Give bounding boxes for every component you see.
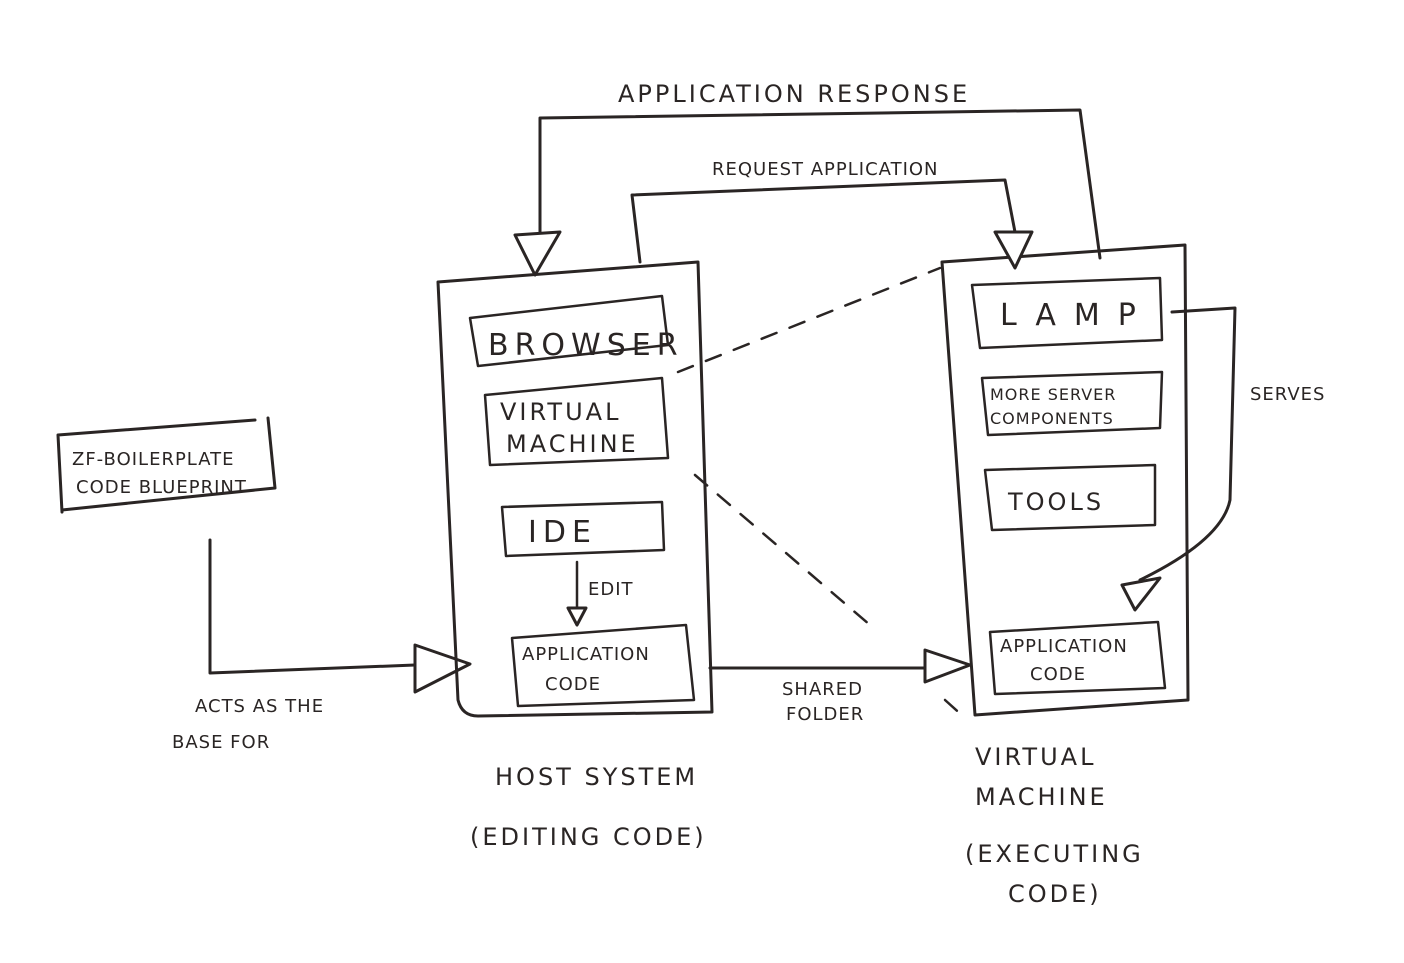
arrowhead-icon [923,648,972,684]
arrowhead-icon [566,606,588,627]
edit-edge: Edit [566,560,634,627]
application-response-label: Application Response [618,80,970,108]
virtual-machine-node: LAMP More Server Components Tools Applic… [940,243,1190,908]
host-virtual-machine-component: Virtual Machine [483,376,670,467]
edit-label: Edit [588,579,634,600]
browser-component: Browser [468,294,684,368]
more-server-label-line1: More Server [990,385,1116,404]
host-title: Host System [495,763,698,791]
arrowhead-icon [993,230,1034,270]
serves-edge: Serves [1120,306,1325,612]
vm-appcode-label-line2: Code [1030,664,1086,685]
shared-folder-label-line1: Shared [782,679,863,700]
more-server-label-line2: Components [990,409,1114,428]
lamp-label: LAMP [1000,298,1154,333]
vm-subtitle-line1: (Executing [965,840,1144,868]
acts-as-base-label-line1: Acts as the [195,696,324,717]
host-appcode-label-line1: Application [522,644,650,665]
vm-appcode-label-line1: Application [1000,636,1128,657]
host-system-node: Browser Virtual Machine IDE Edit Applica… [436,260,714,851]
vm-title-line1: Virtual [975,743,1096,771]
ide-label: IDE [528,515,597,550]
blueprint-label-line1: ZF-Boilerplate [72,449,235,470]
acts-as-base-label-line2: base for [172,732,270,753]
blueprint-node: ZF-Boilerplate Code Blueprint [56,416,277,514]
tools-component: Tools [983,463,1157,532]
tools-label: Tools [1007,488,1104,516]
browser-label: Browser [488,328,684,363]
request-application-label: Request Application [712,159,939,180]
more-server-components: More Server Components [980,370,1164,437]
lamp-component: LAMP [970,276,1164,350]
vm-application-code-component: Application Code [988,620,1167,696]
arrowhead-icon [1120,576,1162,612]
host-vm-label-line2: Machine [506,430,639,458]
host-application-code-component: Application Code [510,623,696,708]
vm-projection-lines [676,266,967,720]
application-response-edge: Application Response [513,80,1102,277]
blueprint-to-host-edge: Acts as the base for [172,538,472,753]
host-vm-label-line1: Virtual [500,398,621,426]
serves-label: Serves [1250,384,1325,405]
vm-title-line2: Machine [975,783,1108,811]
request-application-edge: Request Application [630,159,1034,270]
vm-subtitle-line2: Code) [1008,880,1102,908]
shared-folder-label-line2: Folder [786,704,864,725]
arrowhead-icon [413,643,472,694]
shared-folder-edge: Shared Folder [708,648,972,725]
blueprint-label-line2: Code Blueprint [76,477,247,498]
host-appcode-label-line2: Code [545,674,601,695]
host-subtitle: (Editing Code) [470,823,707,851]
arrowhead-icon [513,230,562,277]
ide-component: IDE [500,500,666,558]
